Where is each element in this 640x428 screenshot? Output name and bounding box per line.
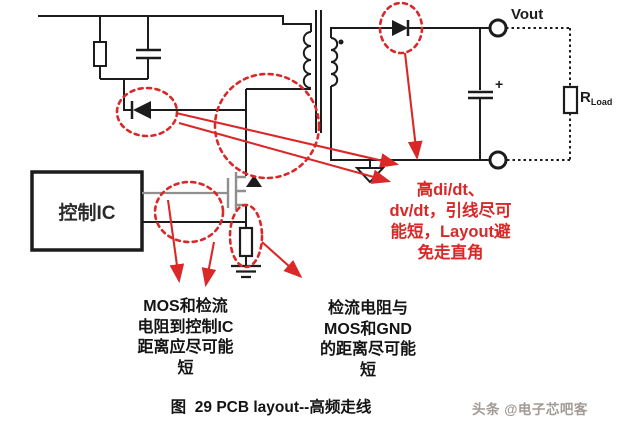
callout-arrows bbox=[166, 52, 423, 288]
note-mos-to-ic: MOS和检流 电阻到控制IC 距离应尽可能 短 bbox=[137, 298, 234, 377]
arrow-sense-to-note bbox=[261, 241, 303, 279]
note-high-didt: 高di/dt、 dv/dt，引线尽可 能短，Layout避 免走直角 bbox=[389, 181, 512, 262]
load-resistor bbox=[562, 85, 579, 115]
control-ic-label: 控制IC bbox=[58, 202, 116, 224]
secondary-top-wire bbox=[330, 27, 490, 38]
output-diode bbox=[392, 20, 410, 36]
watermark: 头条 @电子芯吧客 bbox=[472, 402, 588, 417]
vout-label: Vout bbox=[511, 6, 544, 23]
control-ic-box bbox=[30, 170, 144, 252]
capacitor-polarity-plus: + bbox=[495, 76, 504, 92]
load-dotted-wires bbox=[506, 27, 571, 161]
return-terminal bbox=[488, 150, 508, 170]
rload-main: R bbox=[580, 89, 591, 106]
note-sense-to-gnd: 检流电阻与 MOS和GND 的距离尽可能 短 bbox=[319, 300, 416, 379]
current-sense-resistor bbox=[238, 226, 254, 258]
figure-caption: 图 29 PCB layout--高频走线 bbox=[170, 399, 372, 416]
output-capacitor bbox=[468, 90, 493, 100]
arrow-gate-to-note-2 bbox=[201, 241, 217, 288]
transformer bbox=[302, 10, 344, 133]
arrow-clamp-to-note bbox=[175, 111, 400, 168]
arrow-gate-to-note-1 bbox=[166, 199, 185, 284]
rload-subscript: Load bbox=[590, 97, 613, 107]
clamp-diode-highlight bbox=[115, 86, 179, 138]
mosfet-body-arrow bbox=[246, 175, 262, 187]
output-diode-highlight bbox=[378, 1, 424, 55]
mosfet-stubs bbox=[236, 175, 246, 207]
primary-winding bbox=[302, 31, 312, 89]
rload-label: RLoad bbox=[580, 89, 612, 107]
vout-terminal bbox=[488, 18, 508, 38]
snubber-capacitor bbox=[136, 48, 161, 60]
snubber-bottom-wire bbox=[100, 78, 148, 111]
drain-node-highlight bbox=[213, 72, 321, 180]
sense-resistor-highlight bbox=[228, 203, 264, 269]
polarity-dot bbox=[338, 39, 344, 45]
transformer-core bbox=[315, 10, 322, 133]
input-rail bbox=[38, 15, 312, 32]
clamp-diode bbox=[130, 101, 151, 119]
arrow-diode-to-note bbox=[403, 52, 423, 161]
snubber-resistor bbox=[93, 41, 107, 67]
mosfet bbox=[226, 172, 262, 210]
secondary-bottom-wire bbox=[330, 86, 490, 161]
secondary-winding bbox=[330, 37, 339, 87]
gate-wires-highlight bbox=[153, 180, 225, 244]
highlight-ellipses bbox=[115, 1, 424, 269]
arrow-drain-to-note bbox=[178, 121, 392, 184]
